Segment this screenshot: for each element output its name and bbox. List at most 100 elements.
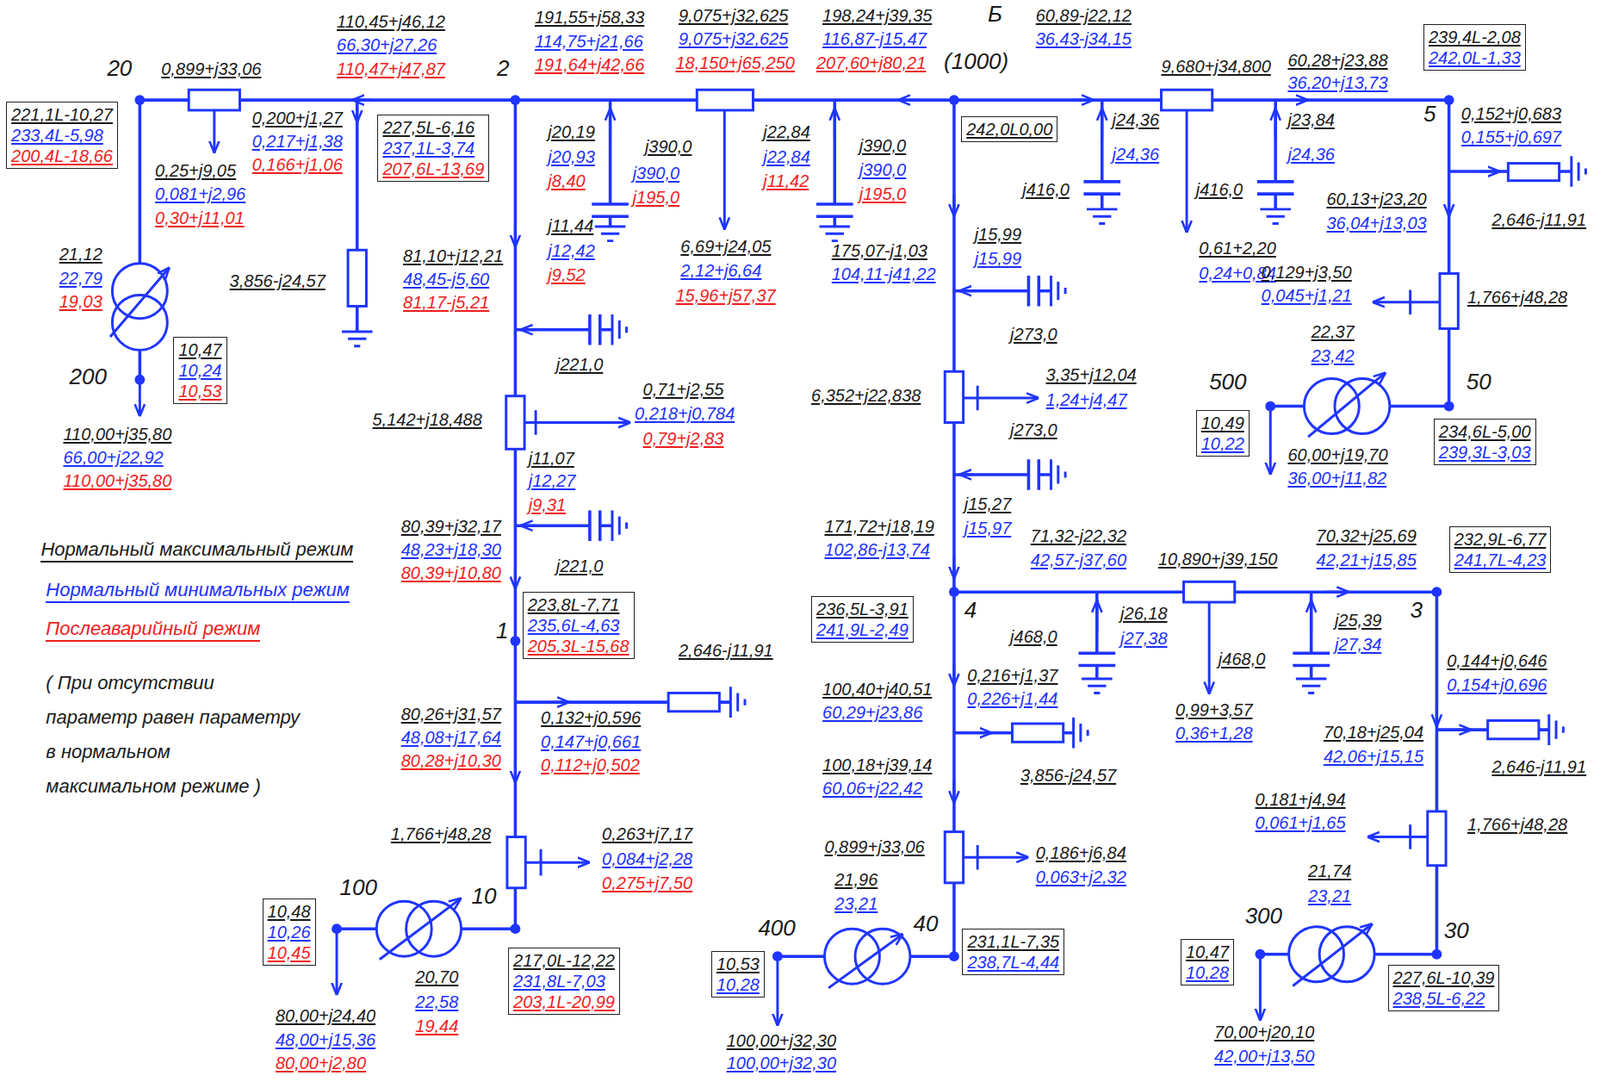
- parameter-value: 9,075+j32,625: [678, 6, 788, 26]
- parameter-value: 19,44: [415, 1016, 459, 1036]
- flow-arrow: [952, 556, 956, 579]
- voltage-value: 242,0L0,00: [966, 118, 1053, 140]
- resistor-symbol: [347, 249, 366, 306]
- transformer-symbol: [1289, 926, 1345, 982]
- ground-symbol: [612, 509, 627, 541]
- parameter-value: 110,45+j46,12: [336, 12, 446, 32]
- resistor-symbol: [1507, 163, 1559, 181]
- flow-arrow: [833, 108, 837, 138]
- parameter-value: j20,93: [547, 147, 596, 168]
- bus-node-dot: [134, 94, 1454, 962]
- parameter-value: 0,899+j33,06: [161, 59, 261, 80]
- flow-arrow: [723, 110, 726, 230]
- parameter-value: 110,47+j47,87: [336, 59, 446, 80]
- parameter-value: 0,063+j2,32: [1035, 867, 1127, 887]
- bus-node-dot: [509, 923, 521, 934]
- parameter-value: 3,35+j12,04: [1046, 365, 1137, 385]
- ground-symbol: [730, 686, 745, 718]
- voltage-value: 234,6L-5,00: [1438, 421, 1532, 442]
- parameter-value: 66,30+j27,26: [336, 35, 437, 56]
- voltage-value: 200,4L-18,66: [11, 145, 113, 167]
- parameter-value: j12,27: [528, 471, 577, 491]
- voltage-value: 241,9L-2,49: [816, 619, 909, 640]
- parameter-value: 0,61+2,20: [1198, 238, 1277, 259]
- parameter-value: 110,00+j35,80: [62, 424, 172, 445]
- voltage-value: 232,9L-6,77: [1454, 528, 1547, 550]
- node-number: 400: [757, 915, 795, 942]
- parameter-value: j390,0: [859, 136, 907, 156]
- parameter-value: 48,08+j17,64: [401, 727, 502, 748]
- parameter-value: 22,79: [59, 268, 103, 289]
- tap-bar: [963, 844, 979, 869]
- flow-arrow: [335, 928, 339, 995]
- ground-symbol: [1259, 209, 1291, 224]
- flow-arrow: [959, 289, 975, 292]
- parameter-value: 42,57-j37,60: [1030, 550, 1127, 571]
- ground-symbol: [341, 331, 373, 347]
- parameter-value: 0,216+j1,37: [967, 665, 1058, 686]
- bus-node-dot: [134, 94, 145, 106]
- wire: [833, 99, 838, 227]
- parameter-value: 60,06+j22,42: [822, 778, 923, 799]
- node-number: (1000): [943, 49, 1009, 75]
- parameter-value: 0,084+j2,28: [601, 849, 693, 869]
- ground-symbol: [1571, 155, 1587, 187]
- wire: [514, 99, 518, 929]
- parameter-value: j15,27: [964, 494, 1012, 515]
- resistor-symbol: [668, 692, 720, 711]
- flow-arrow: [1447, 193, 1451, 217]
- parameter-value: 1,766+j48,28: [1467, 814, 1568, 835]
- voltage-value: 241,7L-4,23: [1454, 549, 1547, 571]
- resistor-symbol: [188, 89, 1559, 888]
- flow-arrow: [977, 855, 1029, 859]
- voltage-box: 223,8L-7,71235,6L-4,63205,3L-15,68: [522, 591, 635, 659]
- bus-node-dot: [948, 586, 960, 597]
- node-number: 500: [1209, 369, 1247, 396]
- parameter-value: j9,52: [547, 265, 585, 286]
- flow-arrow: [1269, 406, 1272, 475]
- parameter-value: j468,0: [1010, 626, 1058, 647]
- flow-arrow: [1479, 170, 1501, 174]
- parameter-value: 100,00+j32,30: [726, 1053, 837, 1073]
- transformer-symbol: [406, 900, 462, 956]
- voltage-value: 233,4L-5,98: [11, 124, 113, 146]
- flow-arrow: [898, 99, 919, 102]
- parameter-value: 1,766+j48,28: [1467, 287, 1568, 308]
- parameter-value: j390,0: [859, 160, 907, 180]
- parameter-value: 48,45-j5,60: [403, 269, 490, 290]
- parameter-value: 18,150+j65,250: [675, 53, 794, 74]
- bus-node-dot: [1265, 401, 1276, 412]
- ground-symbol: [341, 155, 1586, 748]
- voltage-value: 10,47: [178, 339, 222, 360]
- parameter-value: 21,74: [1308, 861, 1352, 881]
- parameter-value: 3,856-j24,57: [229, 271, 326, 292]
- ground-symbol: [1073, 717, 1089, 749]
- flow-arrow: [535, 421, 631, 424]
- parameter-value: 110,00+j35,80: [62, 471, 172, 491]
- parameter-value: 71,32-j22,32: [1030, 526, 1127, 546]
- bus-node-dot: [331, 923, 342, 934]
- parameter-value: j416,0: [1196, 179, 1244, 200]
- parameter-value: 100,18+j39,14: [822, 755, 932, 776]
- parameter-value: j9,31: [528, 495, 566, 515]
- parameter-value: 81,17-j5,21: [403, 292, 490, 313]
- bus-node-dot: [1431, 948, 1442, 960]
- bus-node-dot: [1431, 586, 1442, 597]
- parameter-value: 66,00+j22,92: [62, 447, 163, 468]
- wire: [139, 98, 1449, 102]
- parameter-value: 0,200+j1,27: [252, 108, 343, 129]
- wire: [1259, 952, 1437, 956]
- parameter-value: 70,00+j20,10: [1214, 1022, 1315, 1042]
- transformer-symbol: [1303, 378, 1359, 435]
- transformer-symbol: [376, 900, 432, 956]
- flow-arrow: [1292, 923, 1372, 986]
- parameter-value: 114,75+j21,66: [534, 31, 644, 52]
- voltage-value: 239,3L-3,03: [1438, 441, 1532, 463]
- parameter-value: 9,075+j32,625: [678, 29, 788, 50]
- parameter-value: j221,0: [556, 354, 604, 375]
- voltage-value: 10,24: [178, 359, 222, 381]
- resistor-symbol: [1160, 89, 1212, 111]
- voltage-value: 242,0L-1,33: [1428, 47, 1521, 69]
- parameter-value: j22,84: [762, 147, 811, 168]
- voltage-value: 223,8L-7,71: [527, 594, 630, 615]
